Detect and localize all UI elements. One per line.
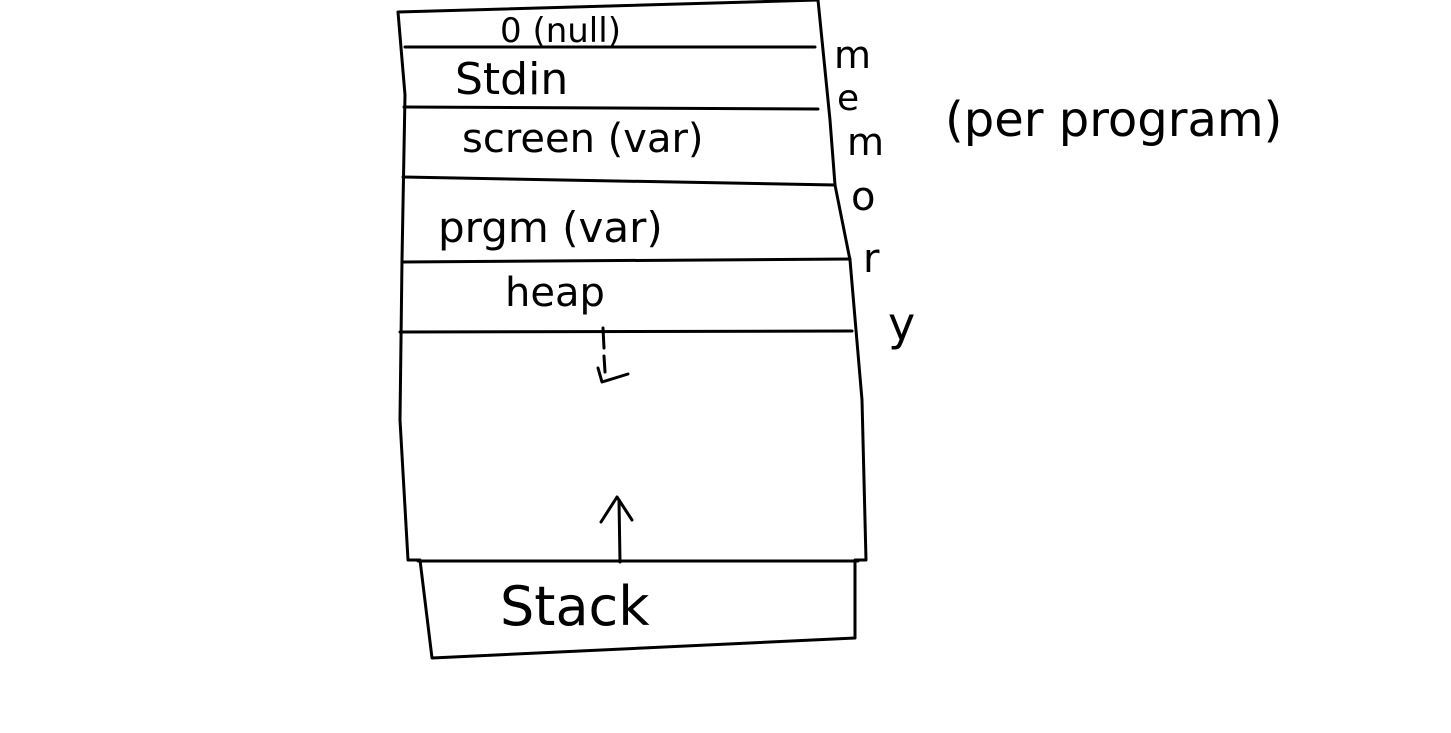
svg-text:e: e bbox=[837, 78, 859, 119]
segment-label-screen: screen (var) bbox=[462, 116, 704, 162]
memory-side-label-text: memory bbox=[0, 0, 4, 1]
svg-text:o: o bbox=[851, 174, 875, 220]
segment-label-prgm: prgm (var) bbox=[438, 203, 663, 252]
segment-label-stack: Stack bbox=[500, 575, 650, 638]
svg-text:r: r bbox=[863, 236, 880, 282]
divider-screen-prgm bbox=[401, 175, 837, 187]
divider-stdin-screen bbox=[402, 105, 820, 111]
divider-heap-free bbox=[398, 329, 854, 334]
stack-growth-arrow bbox=[599, 495, 634, 564]
per-program-note: (per program) bbox=[945, 92, 1282, 148]
svg-text:m: m bbox=[834, 33, 871, 77]
heap-growth-arrow bbox=[596, 326, 630, 384]
svg-text:y: y bbox=[888, 297, 915, 351]
divider-prgm-heap bbox=[400, 257, 852, 264]
memory-side-label: m e m o r y bbox=[834, 33, 915, 351]
svg-text:m: m bbox=[847, 120, 884, 164]
segment-label-heap: heap bbox=[505, 270, 605, 316]
segment-label-null: 0 (null) bbox=[500, 11, 621, 51]
segment-label-stdin: Stdin bbox=[455, 54, 568, 105]
